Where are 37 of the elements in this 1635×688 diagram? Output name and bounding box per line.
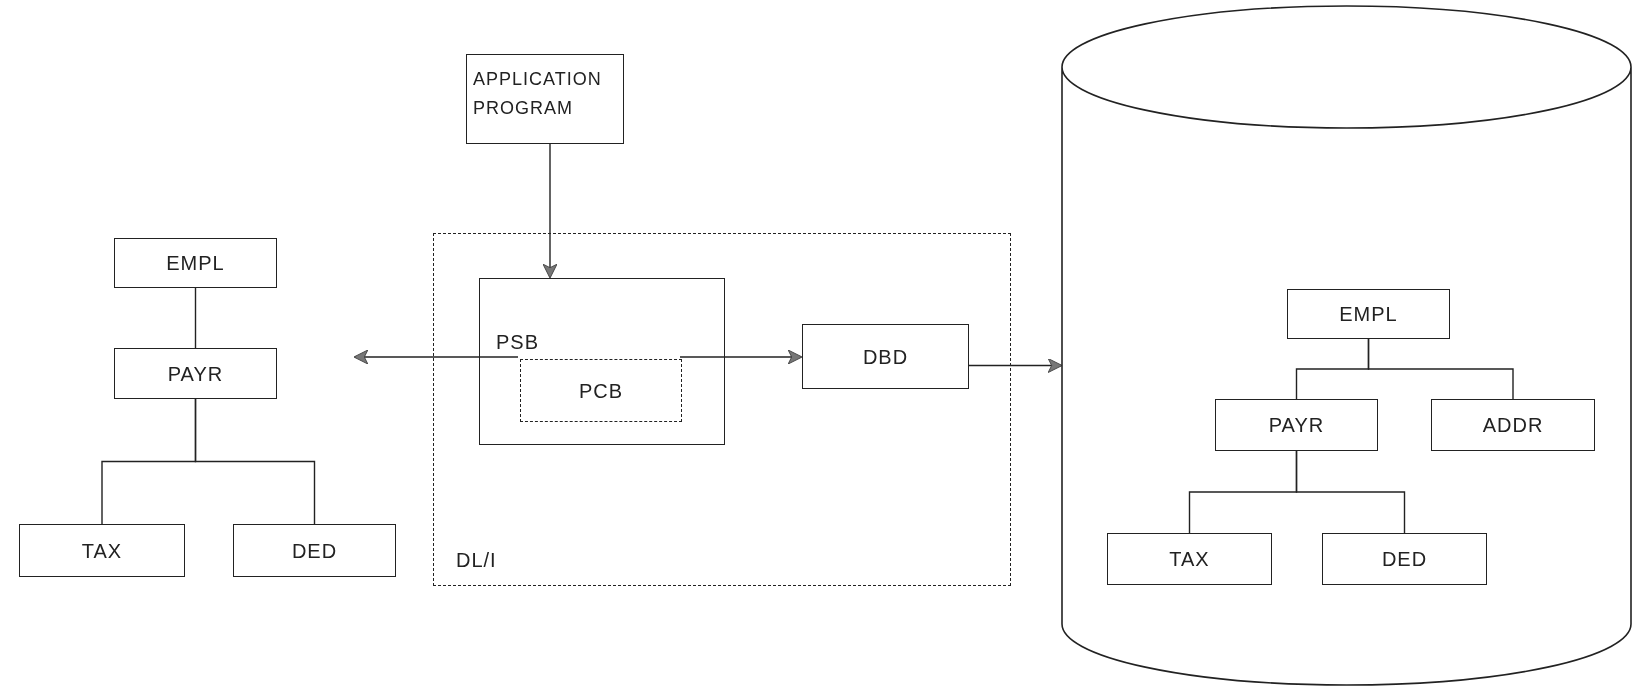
box-label: PAYR	[167, 361, 224, 387]
group-label: DL/I	[456, 548, 497, 573]
process-box	[114, 348, 277, 399]
arrow	[542, 143, 558, 279]
connector-line	[1367, 338, 1514, 400]
connector-line	[194, 398, 316, 525]
box-label: DED	[1381, 547, 1428, 572]
arrow	[679, 349, 803, 365]
process-box	[1107, 533, 1272, 585]
connector-line	[194, 287, 197, 349]
box-label: PCB	[578, 378, 624, 404]
box-label: EMPL	[166, 251, 225, 276]
process-box	[114, 238, 277, 288]
process-box	[1215, 399, 1378, 451]
box-label: PAYR	[1268, 413, 1325, 438]
dashed-box	[520, 359, 682, 422]
group-label: PSB	[496, 330, 540, 355]
box-label: TAX	[1169, 547, 1210, 572]
process-box	[1287, 289, 1450, 339]
group-box	[479, 278, 725, 445]
process-box	[19, 524, 185, 577]
box-label: ADDR	[1482, 413, 1544, 438]
arrow	[353, 349, 519, 365]
box-label: TAX	[81, 538, 123, 564]
process-box	[1322, 533, 1487, 585]
process-box	[233, 524, 396, 577]
process-box	[466, 54, 624, 144]
box-label: EMPL	[1339, 302, 1398, 327]
process-box	[802, 324, 969, 389]
box-label: DED	[291, 538, 338, 564]
database-cylinder	[1061, 5, 1632, 686]
connector-line	[1295, 450, 1406, 534]
process-box	[1431, 399, 1595, 451]
dashed-group-box	[433, 233, 1011, 586]
box-label: APPLICATION PROGRAM	[472, 68, 603, 120]
arrow	[967, 358, 1063, 373]
box-label: DBD	[862, 344, 909, 370]
